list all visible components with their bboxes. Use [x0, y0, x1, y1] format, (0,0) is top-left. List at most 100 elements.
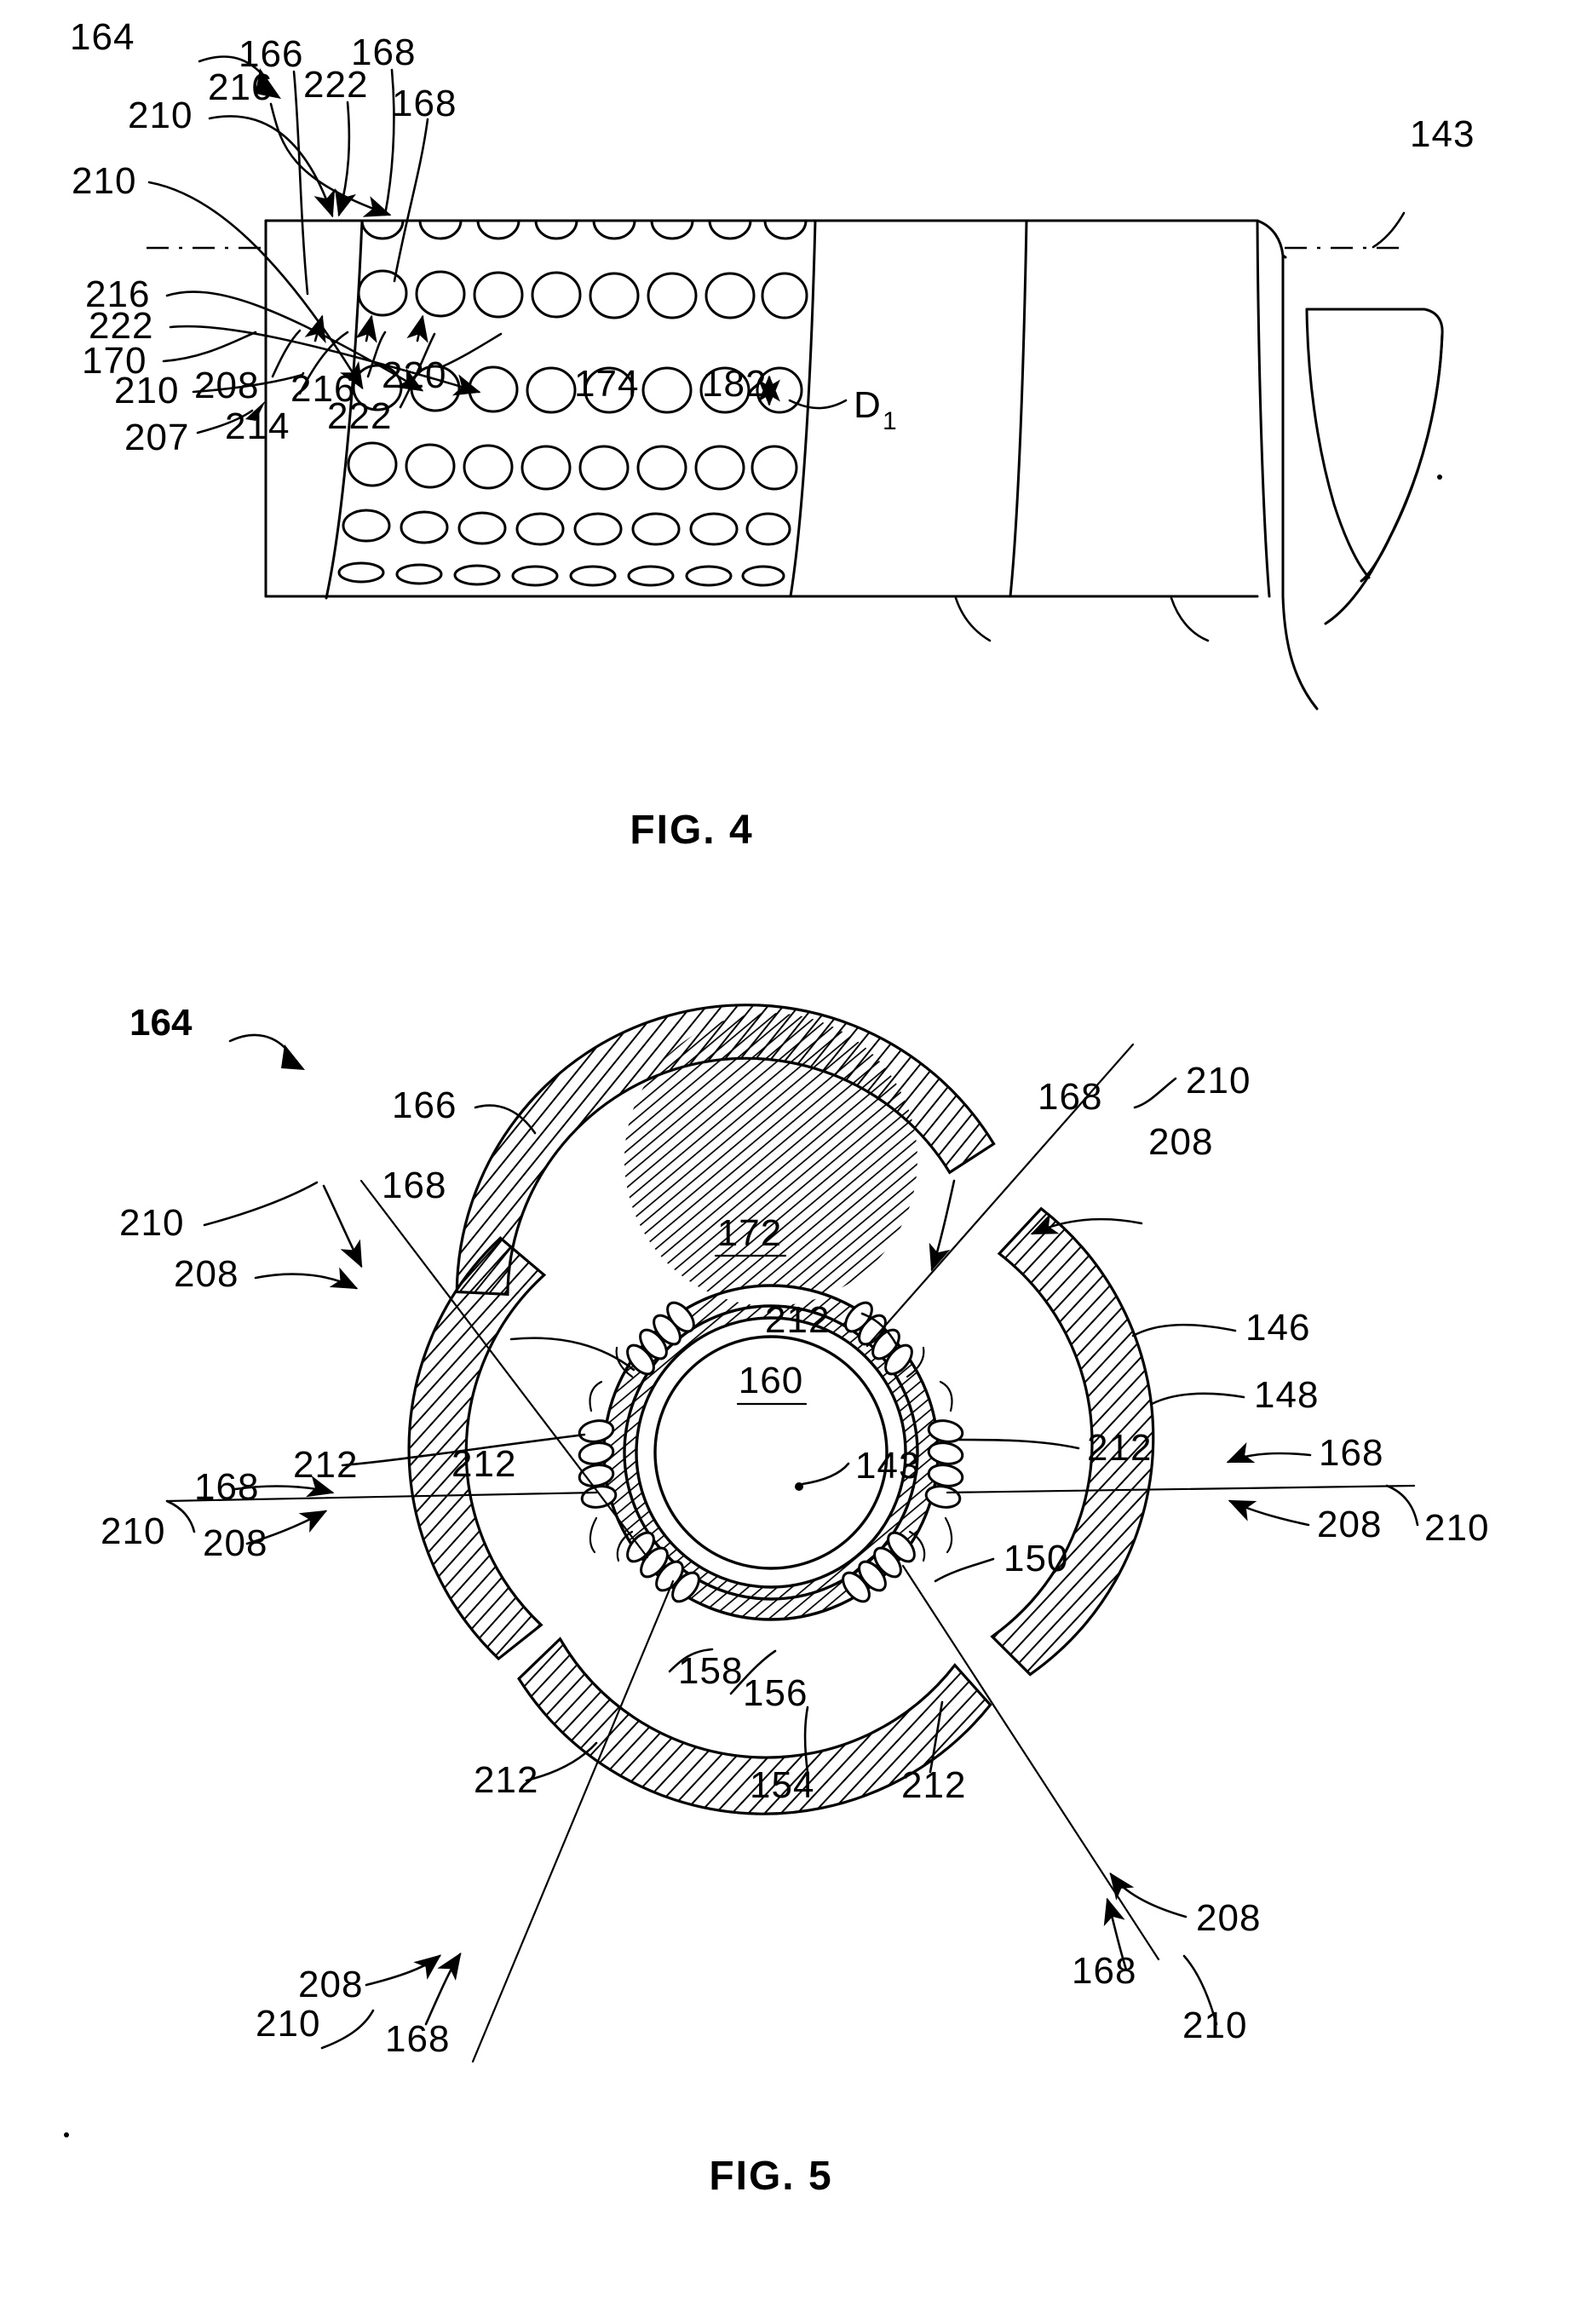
- fig5-ref-168-br: 168: [1072, 1950, 1136, 1992]
- leader-fig5-208-tl: [254, 1267, 359, 1290]
- fig5-ref-156: 156: [743, 1672, 808, 1714]
- fig5-ref-212-cl: 212: [293, 1444, 358, 1486]
- fig5-ref-158: 158: [678, 1650, 743, 1692]
- fig5-ref-164: 164: [129, 1002, 193, 1044]
- leader-fig5-210-tr: [1133, 1077, 1177, 1109]
- right-rim-tick: [1281, 254, 1287, 259]
- fig5-ref-210-l: 210: [101, 1510, 165, 1552]
- coil-cluster-upper-left: [615, 1301, 695, 1378]
- fig5-ref-168-l: 168: [194, 1466, 259, 1508]
- fig5-ref-212-ur: 212: [765, 1299, 830, 1341]
- fig5-ref-208-bl: 208: [298, 1964, 363, 2005]
- fig5-ref-208-l: 208: [203, 1522, 267, 1564]
- leader-168-top-a: [383, 68, 395, 216]
- right-scoop-inner-left: [1305, 308, 1371, 579]
- leader-fig5-210-l: [165, 1499, 196, 1533]
- fig4-caption: FIG. 4: [630, 808, 753, 853]
- spring-coils: [578, 1301, 964, 1603]
- leader-fig5-168-tr: [929, 1179, 956, 1272]
- leader-216-bottom: [366, 331, 387, 378]
- leader-fig5-168-bl: [424, 1952, 462, 2026]
- leader-210-top: [208, 115, 336, 218]
- leader-166-top: [292, 70, 309, 296]
- fig5-ref-168-tr: 168: [1038, 1076, 1102, 1118]
- fig4-label-D1-D: D: [854, 384, 882, 426]
- fig4-label-D1-sub: 1: [883, 407, 897, 435]
- leader-fig5-168-br: [1103, 1897, 1128, 1971]
- fig5-ref-212-br: 212: [901, 1764, 966, 1806]
- leader-fig5-212-ml: [341, 1433, 586, 1467]
- leader-182: [1170, 596, 1210, 642]
- stray-mark-left: [64, 2132, 69, 2137]
- hole-row-4: [347, 441, 798, 491]
- section-divider-182: [1256, 219, 1271, 598]
- leader-fig5-168-tl: [322, 1184, 363, 1268]
- leader-fig5-166: [474, 1104, 537, 1135]
- leader-210-left: [147, 181, 364, 390]
- section-divider-174: [1009, 219, 1028, 598]
- figure-5: 164 166 168 210 208 172 168 210 208 212 …: [101, 1002, 1489, 2199]
- fig4-ref-214: 214: [225, 406, 290, 447]
- fig5-ref-168-r: 168: [1319, 1432, 1383, 1474]
- leader-fig5-210-bl: [320, 2009, 375, 2050]
- leader-222-bottom: [399, 332, 436, 409]
- fig4-ref-222-bottom: 222: [327, 395, 392, 437]
- axis-line-sw: [471, 1579, 675, 2063]
- leader-fig5-212-ur: [860, 1312, 898, 1346]
- leader-fig5-158: [668, 1648, 714, 1673]
- right-scoop-inner-right: [1360, 332, 1444, 583]
- fig4-ref-170: 170: [82, 340, 147, 382]
- leader-fig5-212-mr: [956, 1438, 1080, 1450]
- coil-cluster-upper-right: [844, 1301, 925, 1378]
- right-scoop-outer: [1305, 308, 1444, 625]
- leader-174: [954, 596, 992, 642]
- coil-cluster-lower-right: [842, 1530, 926, 1603]
- fig5-ref-212-cr: 212: [1087, 1427, 1152, 1469]
- fig5-ref-210-tl: 210: [119, 1202, 184, 1244]
- bottom-arrows: [304, 314, 428, 344]
- fig5-ref-208-r: 208: [1317, 1504, 1382, 1545]
- fig4-ref-166: 166: [239, 33, 303, 75]
- fig5-ref-150: 150: [1004, 1538, 1068, 1579]
- fig5-ref-172: 172: [717, 1212, 782, 1254]
- fig5-ref-143: 143: [855, 1445, 920, 1487]
- fig5-caption: FIG. 5: [709, 2154, 832, 2199]
- fig4-ref-222-top: 222: [303, 64, 368, 106]
- axis-line-nw: [359, 1179, 649, 1559]
- hole-row-6: [337, 561, 785, 587]
- fig5-ref-154: 154: [750, 1764, 814, 1806]
- hole-row-top-scallops: [360, 219, 808, 240]
- fig5-ref-172-group: 172: [714, 1212, 787, 1257]
- perforated-section-end: [789, 219, 817, 598]
- outer-segment-right: [990, 1206, 1155, 1677]
- fig5-ref-208-br: 208: [1196, 1897, 1261, 1939]
- outer-segment-bottom: [517, 1637, 992, 1815]
- leader-fig5-148: [1150, 1392, 1245, 1406]
- cylinder-left-fold: [325, 219, 364, 600]
- fig4-ref-210-bottom: 210: [114, 370, 179, 411]
- leader-fig5-210-tl: [203, 1181, 319, 1227]
- slot-axis-lines: [165, 1043, 1416, 2063]
- leader-fig5-212-ul: [509, 1337, 635, 1372]
- leader-fig5-168-l: [233, 1476, 335, 1498]
- leader-210-bottom: [192, 371, 305, 394]
- fig4-ref-143: 143: [1410, 113, 1475, 155]
- leader-208: [271, 329, 302, 378]
- leader-143: [1372, 211, 1406, 249]
- leader-222-left: [169, 325, 481, 396]
- leader-fig5-210-r: [1385, 1484, 1419, 1527]
- leader-216-top: [269, 102, 392, 217]
- axis-line-right: [946, 1484, 1416, 1494]
- fig4-ref-164: 164: [70, 16, 135, 58]
- fig4-ref-168-b: 168: [392, 83, 457, 124]
- arrowhead-207: [245, 400, 266, 421]
- leader-220: [441, 332, 503, 368]
- fig5-ref-210-r: 210: [1424, 1507, 1489, 1549]
- fig4-ref-216-top: 216: [208, 66, 273, 108]
- leader-222-top: [334, 101, 357, 217]
- dimension-D1-marker: [758, 375, 848, 410]
- fig5-ref-166: 166: [392, 1084, 457, 1126]
- fig5-ref-210-bl: 210: [256, 2003, 320, 2045]
- fig5-ref-148: 148: [1254, 1374, 1319, 1416]
- figure-4: D 1: [70, 16, 1475, 853]
